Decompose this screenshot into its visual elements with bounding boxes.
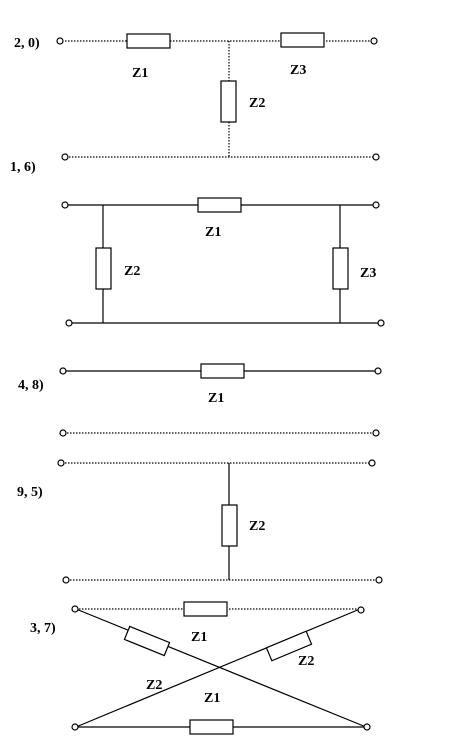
circuit-label: 4, 8) [18, 378, 44, 393]
terminal [62, 576, 70, 584]
label-z1-center: Z1 [204, 691, 220, 706]
label-z1: Z1 [205, 225, 221, 240]
label-z3: Z3 [360, 266, 376, 281]
circuit-2-0: 2, 0) Z1 Z3 Z2 [14, 32, 380, 161]
resistor-z1 [200, 363, 245, 379]
cross-wire-1 [75, 608, 367, 728]
resistor-z2-diag-2 [265, 630, 313, 662]
terminal [71, 723, 79, 731]
terminal [57, 459, 65, 467]
label-z2: Z2 [249, 519, 265, 534]
label-z2-right: Z2 [298, 654, 314, 669]
terminal [375, 576, 383, 584]
terminal [368, 459, 376, 467]
terminal [65, 319, 73, 327]
resistor-z1 [126, 33, 171, 49]
resistor-z2-diag-1 [123, 625, 171, 657]
terminal [363, 723, 371, 731]
resistor-z3 [332, 247, 349, 290]
circuit-1-6: 1, 6) Z1 Z2 Z3 [10, 160, 385, 327]
resistor-z1-top [183, 601, 228, 617]
circuit-label: 2, 0) [14, 36, 40, 51]
circuit-9-5: 9, 5) Z2 [17, 459, 383, 584]
circuit-3-7: 3, 7) Z1 Z1 Z2 Z2 [30, 601, 371, 735]
label-z2: Z2 [124, 264, 140, 279]
label-z1: Z1 [132, 66, 148, 81]
terminal [374, 367, 382, 375]
terminal [56, 37, 64, 45]
label-z2: Z2 [249, 96, 265, 111]
terminal [71, 605, 79, 613]
resistor-z1 [197, 197, 242, 213]
terminal [61, 153, 69, 161]
circuit-label: 9, 5) [17, 485, 43, 500]
resistor-z2 [95, 247, 112, 290]
resistor-z2 [221, 504, 238, 547]
label-z2-left: Z2 [146, 678, 162, 693]
label-z1-top: Z1 [191, 630, 207, 645]
terminal [59, 367, 67, 375]
terminal [372, 429, 380, 437]
terminal [59, 429, 67, 437]
circuit-label: 3, 7) [30, 621, 56, 636]
cross-wire-2 [75, 608, 361, 728]
label-z1: Z1 [208, 391, 224, 406]
resistor-z1-bottom [189, 719, 234, 735]
circuit-4-8: 4, 8) Z1 [18, 363, 382, 437]
terminal [377, 319, 385, 327]
terminal [61, 201, 69, 209]
resistor-z3 [280, 32, 325, 48]
terminal [372, 153, 380, 161]
terminal [370, 37, 378, 45]
circuit-label: 1, 6) [10, 160, 36, 175]
label-z3: Z3 [290, 63, 306, 78]
terminal [372, 201, 380, 209]
terminal [357, 606, 365, 614]
resistor-z2 [220, 80, 237, 123]
